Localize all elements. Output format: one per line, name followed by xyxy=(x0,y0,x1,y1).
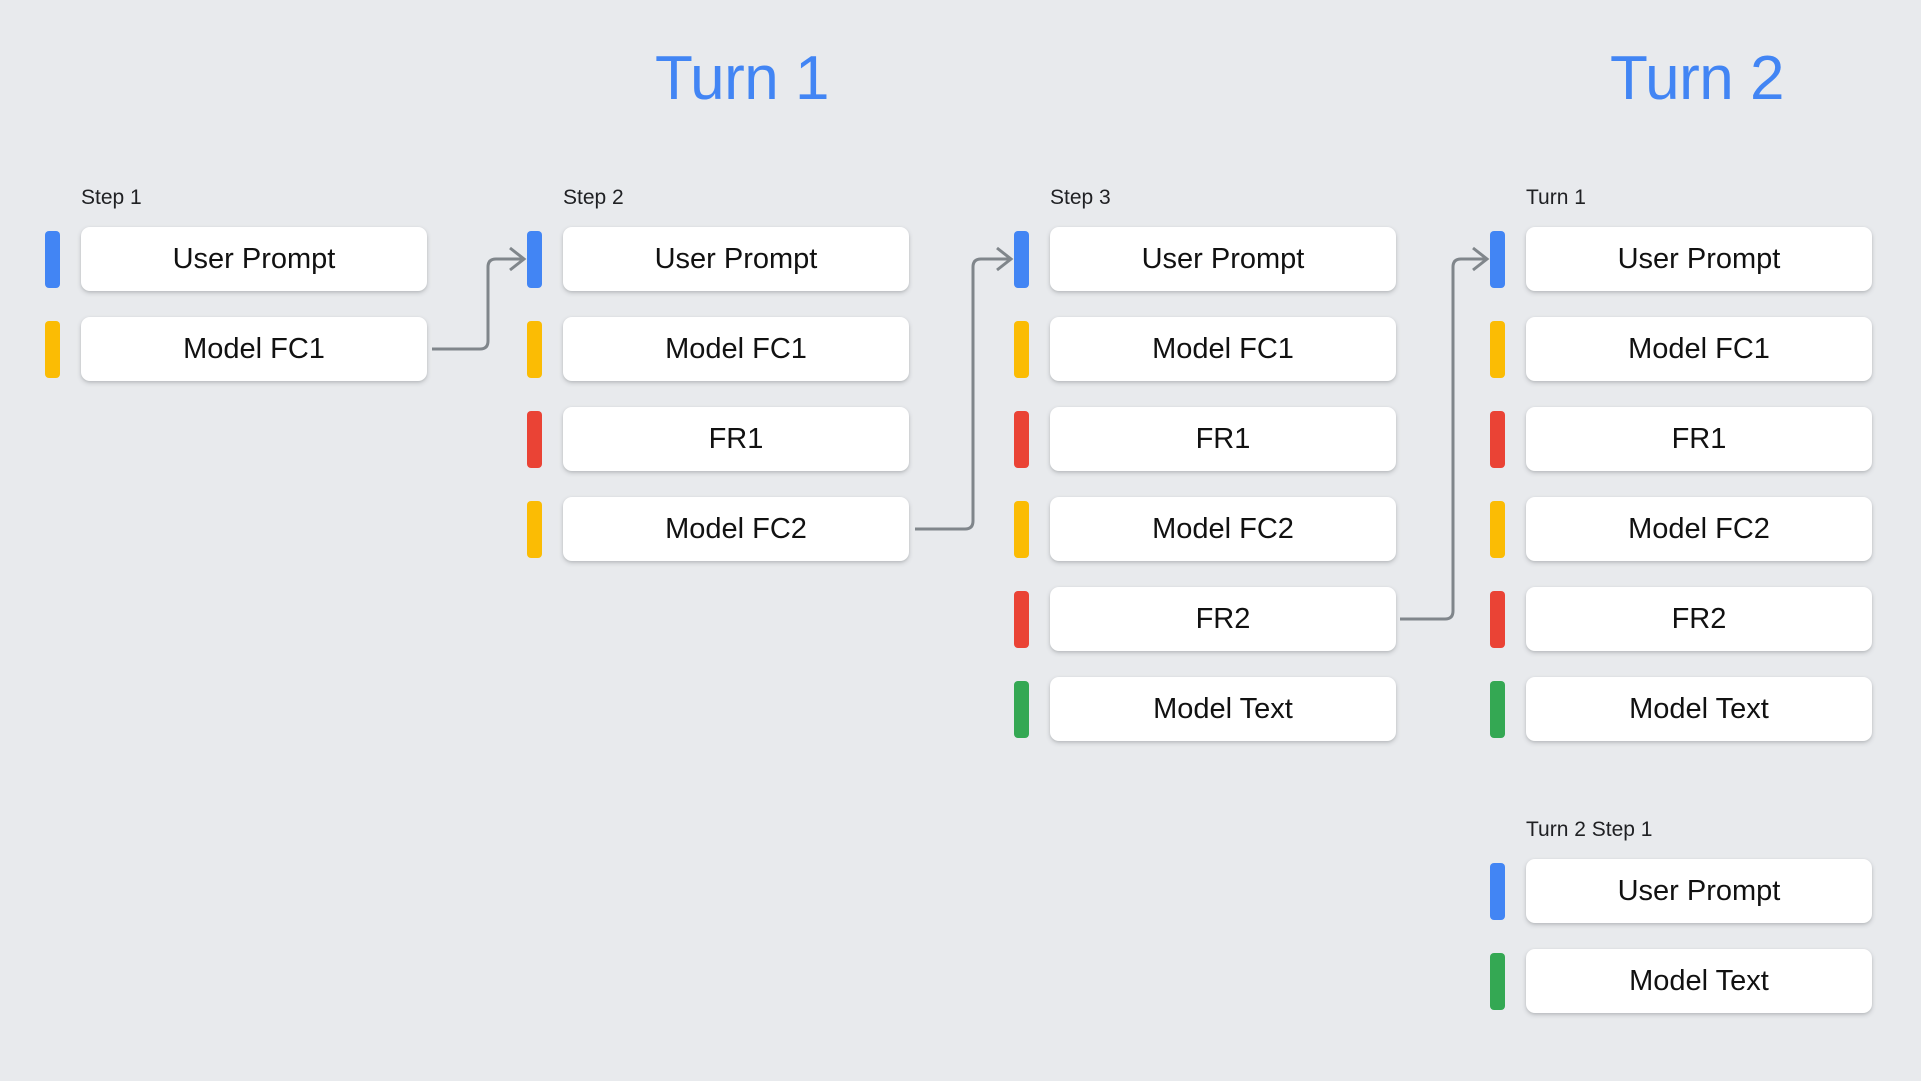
message-card[interactable]: User Prompt xyxy=(1050,227,1396,291)
message-card-label: FR1 xyxy=(1195,422,1251,455)
role-color-bar-yellow xyxy=(1490,321,1505,378)
message-card[interactable]: Model FC2 xyxy=(1526,497,1872,561)
role-color-bar-red xyxy=(1014,411,1029,468)
column-label: Step 1 xyxy=(81,186,142,209)
message-card-label: Model Text xyxy=(1629,692,1769,725)
message-row: Model FC2 xyxy=(527,497,909,561)
message-row: Model FC1 xyxy=(45,317,427,381)
role-color-bar-blue xyxy=(1014,231,1029,288)
role-color-bar-green xyxy=(1490,681,1505,738)
message-card-label: Model FC1 xyxy=(1152,332,1294,365)
role-color-bar-green xyxy=(1014,681,1029,738)
role-color-bar-yellow xyxy=(1014,501,1029,558)
message-card-label: Model FC1 xyxy=(1628,332,1770,365)
message-row: User Prompt xyxy=(1490,859,1872,923)
role-color-bar-green xyxy=(1490,953,1505,1010)
message-card[interactable]: Model FC1 xyxy=(1526,317,1872,381)
message-card-label: User Prompt xyxy=(172,242,336,275)
message-card[interactable]: User Prompt xyxy=(563,227,909,291)
column-label: Step 2 xyxy=(563,186,624,209)
role-color-bar-yellow xyxy=(1490,501,1505,558)
message-card[interactable]: User Prompt xyxy=(81,227,427,291)
message-card[interactable]: FR2 xyxy=(1526,587,1872,651)
message-row: Model FC2 xyxy=(1490,497,1872,561)
message-row: User Prompt xyxy=(1490,227,1872,291)
message-row: FR1 xyxy=(527,407,909,471)
role-color-bar-yellow xyxy=(527,501,542,558)
message-card-label: FR2 xyxy=(1195,602,1251,635)
message-card-label: Model FC1 xyxy=(665,332,807,365)
message-card[interactable]: User Prompt xyxy=(1526,859,1872,923)
message-card[interactable]: User Prompt xyxy=(1526,227,1872,291)
arrow-step3-to-turn2 xyxy=(1400,246,1490,621)
message-card-label: Model Text xyxy=(1153,692,1293,725)
column-label: Step 3 xyxy=(1050,186,1111,209)
message-card-label: User Prompt xyxy=(1141,242,1305,275)
message-row: Model FC1 xyxy=(1014,317,1396,381)
message-card-label: Model FC2 xyxy=(665,512,807,545)
message-row: FR1 xyxy=(1014,407,1396,471)
role-color-bar-yellow xyxy=(45,321,60,378)
role-color-bar-red xyxy=(527,411,542,468)
message-row: Model FC1 xyxy=(1490,317,1872,381)
turn-title: Turn 2 xyxy=(1610,44,1784,113)
message-row: Model Text xyxy=(1490,677,1872,741)
message-row: FR1 xyxy=(1490,407,1872,471)
message-card[interactable]: Model FC1 xyxy=(563,317,909,381)
message-row: Model Text xyxy=(1014,677,1396,741)
turn-title: Turn 1 xyxy=(655,44,829,113)
arrow-step1-to-step2 xyxy=(432,246,527,351)
message-card[interactable]: Model FC1 xyxy=(1050,317,1396,381)
message-card-label: User Prompt xyxy=(654,242,818,275)
message-row: Model FC2 xyxy=(1014,497,1396,561)
role-color-bar-red xyxy=(1490,411,1505,468)
message-row: FR2 xyxy=(1490,587,1872,651)
message-row: User Prompt xyxy=(45,227,427,291)
message-row: User Prompt xyxy=(1014,227,1396,291)
message-card-label: FR1 xyxy=(708,422,764,455)
message-card-label: FR1 xyxy=(1671,422,1727,455)
message-card[interactable]: Model Text xyxy=(1050,677,1396,741)
message-card-label: User Prompt xyxy=(1617,874,1781,907)
message-card-label: Model FC2 xyxy=(1628,512,1770,545)
message-card[interactable]: FR1 xyxy=(1050,407,1396,471)
column-label: Turn 2 Step 1 xyxy=(1526,818,1653,841)
role-color-bar-blue xyxy=(1490,863,1505,920)
column-label: Turn 1 xyxy=(1526,186,1586,209)
message-card[interactable]: Model FC1 xyxy=(81,317,427,381)
message-card-label: Model Text xyxy=(1629,964,1769,997)
role-color-bar-blue xyxy=(527,231,542,288)
role-color-bar-yellow xyxy=(527,321,542,378)
message-card[interactable]: Model Text xyxy=(1526,677,1872,741)
message-row: User Prompt xyxy=(527,227,909,291)
role-color-bar-red xyxy=(1490,591,1505,648)
message-row: Model Text xyxy=(1490,949,1872,1013)
message-card-label: Model FC1 xyxy=(183,332,325,365)
message-card-label: FR2 xyxy=(1671,602,1727,635)
message-card[interactable]: Model FC2 xyxy=(563,497,909,561)
message-card[interactable]: FR1 xyxy=(1526,407,1872,471)
message-card[interactable]: FR2 xyxy=(1050,587,1396,651)
message-card[interactable]: Model FC2 xyxy=(1050,497,1396,561)
role-color-bar-blue xyxy=(45,231,60,288)
message-row: FR2 xyxy=(1014,587,1396,651)
message-card[interactable]: FR1 xyxy=(563,407,909,471)
message-row: Model FC1 xyxy=(527,317,909,381)
message-card-label: User Prompt xyxy=(1617,242,1781,275)
message-card[interactable]: Model Text xyxy=(1526,949,1872,1013)
role-color-bar-yellow xyxy=(1014,321,1029,378)
role-color-bar-red xyxy=(1014,591,1029,648)
arrow-step2-to-step3 xyxy=(915,246,1014,531)
role-color-bar-blue xyxy=(1490,231,1505,288)
message-card-label: Model FC2 xyxy=(1152,512,1294,545)
